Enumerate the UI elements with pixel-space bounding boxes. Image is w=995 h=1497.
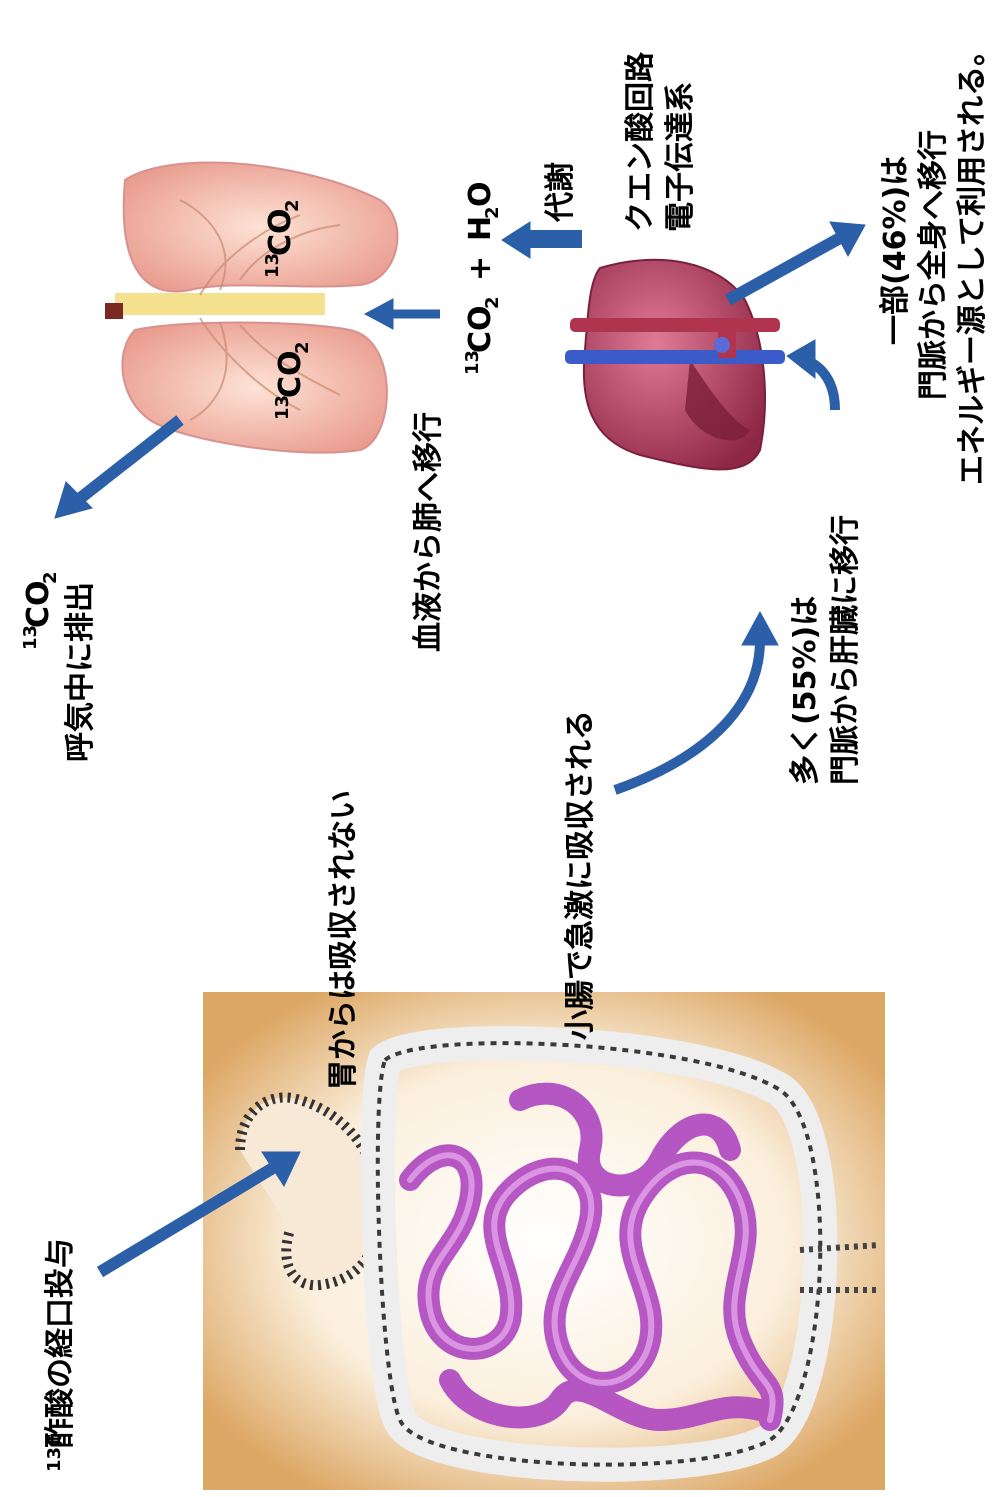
product-h2o-subscript: 2 [482,206,503,219]
lung-upper-co2-subscript: 2 [282,199,303,212]
product-co2-label: CO [463,305,498,353]
arrow-metabolism [530,230,582,248]
to-liver-line2: 門脈から肝臓に移行 [828,515,863,785]
exhaled-co2-label: CO [21,580,56,628]
small-intestine-absorbed-label: 小腸で急激に吸収される [563,710,598,1040]
lung-lower-co2-label: CO [273,350,308,398]
exhaled-label: 呼気中に排出 [63,582,98,762]
to-liver-line1: 多く(55%)は [788,596,823,785]
tca-line1: クエン酸回路 [623,51,658,232]
metabolism-label: 代謝 [543,162,578,223]
product-plus: + [463,256,498,281]
product-h2o-o: O [463,181,498,207]
to-body-line3: エネルギー源として利用される。 [955,36,990,485]
stomach-not-absorbed-label: 胃からは吸収されない [326,790,361,1090]
to-body-line1: 一部(46%)は [878,156,913,345]
lung-illustration [105,163,397,453]
arrow-lung-to-exhale [78,420,180,500]
oral-dose-label: 酢酸の経口投与 [43,1238,78,1448]
exhaled-co2-subscript: 2 [40,571,61,584]
intestine-illustration [203,992,885,1490]
product-co2-subscript: 2 [482,296,503,309]
lung-lower-co2-subscript: 2 [292,341,313,354]
lung-upper-co2-label: CO [263,208,298,256]
tca-line2: 電子伝達系 [663,82,698,232]
blood-to-lung-label: 血液から肺へ移行 [411,412,446,652]
arrow-intestine-to-liver [615,640,760,790]
arrow-liver-to-body [728,238,840,300]
to-body-line2: 門脈から全身へ移行 [916,130,951,400]
